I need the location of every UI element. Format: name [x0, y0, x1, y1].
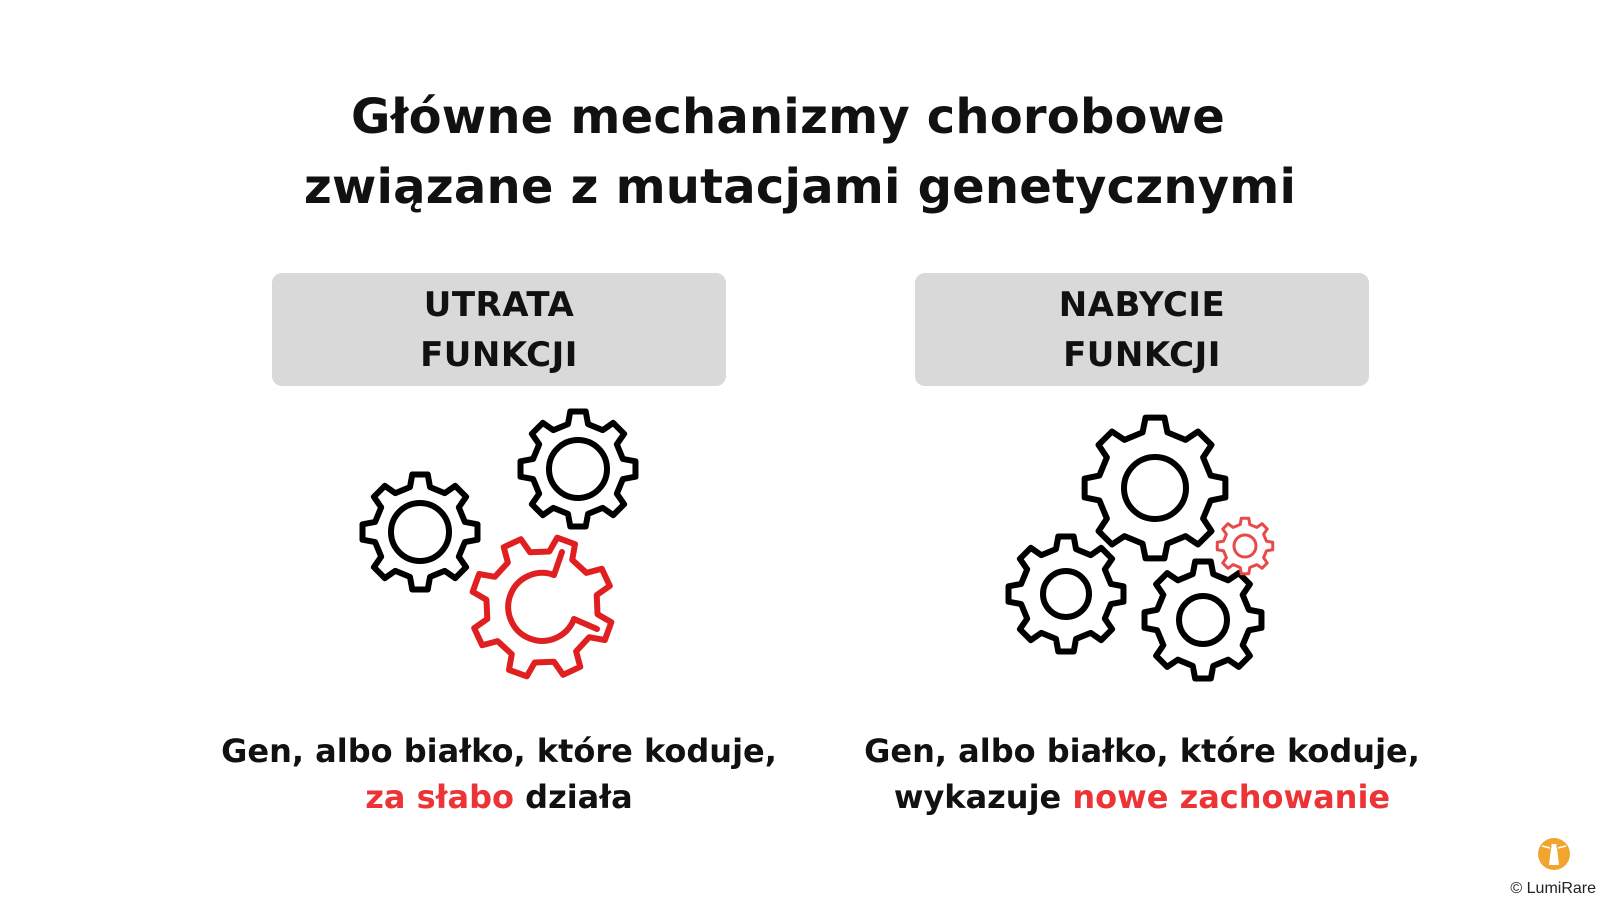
small-red-gear-outline — [1215, 516, 1275, 576]
gear-hub — [546, 437, 610, 501]
gear-hub — [1176, 593, 1230, 647]
page-title-line-1: Główne mechanizmy chorobowe — [350, 89, 1226, 145]
gear-icon — [359, 471, 481, 593]
lighthouse-logo-svg — [1541, 844, 1567, 865]
loss-of-function-accent-text: za słabo — [365, 778, 515, 816]
footer: © LumiRare — [1486, 838, 1596, 898]
gear-outline — [1081, 414, 1229, 562]
loss-of-function-gears-svg — [359, 408, 639, 680]
loss-of-function-description-line-1: Gen, albo białko, które koduje, — [221, 732, 777, 770]
gain-of-function-gears — [930, 400, 1350, 700]
gain-of-function-description-line-1: Gen, albo białko, które koduje, — [864, 732, 1420, 770]
gain-of-function-description-line-2: wykazuje nowe zachowanie — [832, 774, 1452, 820]
gain-of-function-gears-svg — [1005, 414, 1275, 682]
page-title-line-2: związane z mutacjami genetycznymi — [303, 159, 1297, 215]
broken-gear-crack — [551, 549, 600, 632]
gear-outline — [517, 408, 639, 530]
gain-of-function-label: NABYCIE FUNKCJI — [915, 273, 1369, 386]
gear-outline — [1141, 558, 1265, 682]
broken-gear-outline — [469, 534, 615, 680]
gear-icon — [1141, 558, 1265, 682]
gain-of-function-prefix-text: wykazuje — [893, 778, 1073, 816]
gear-hub — [1121, 454, 1189, 522]
loss-of-function-label: UTRATA FUNKCJI — [272, 273, 726, 386]
gain-of-function-accent-text: nowe zachowanie — [1072, 778, 1391, 816]
gear-hub — [1040, 568, 1092, 620]
gain-of-function-label-line-1: NABYCIE — [1058, 284, 1226, 325]
loss-of-function-description: Gen, albo białko, które koduje, za słabo… — [189, 728, 809, 820]
broken-gear-icon — [469, 534, 615, 680]
lighthouse-logo-icon — [1538, 838, 1570, 870]
loss-of-function-label-line-2: FUNKCJI — [420, 334, 578, 375]
gear-icon — [1005, 533, 1127, 655]
gear-icon — [1081, 414, 1229, 562]
gear-icon — [517, 408, 639, 530]
small-red-gear-icon — [1215, 516, 1275, 576]
gain-of-function-description: Gen, albo białko, które koduje, wykazuje… — [832, 728, 1452, 820]
gear-outline — [1005, 533, 1127, 655]
gear-hub — [388, 500, 452, 564]
loss-of-function-rest-text: działa — [514, 778, 633, 816]
broken-gear-hub — [505, 569, 577, 644]
loss-of-function-description-line-2: za słabo działa — [189, 774, 809, 820]
small-red-gear-hub — [1232, 533, 1258, 559]
loss-of-function-label-line-1: UTRATA — [423, 284, 575, 325]
gear-outline — [359, 471, 481, 593]
copyright-text: © LumiRare — [1510, 880, 1596, 897]
gain-of-function-label-line-2: FUNKCJI — [1063, 334, 1221, 375]
loss-of-function-gears — [290, 400, 710, 700]
